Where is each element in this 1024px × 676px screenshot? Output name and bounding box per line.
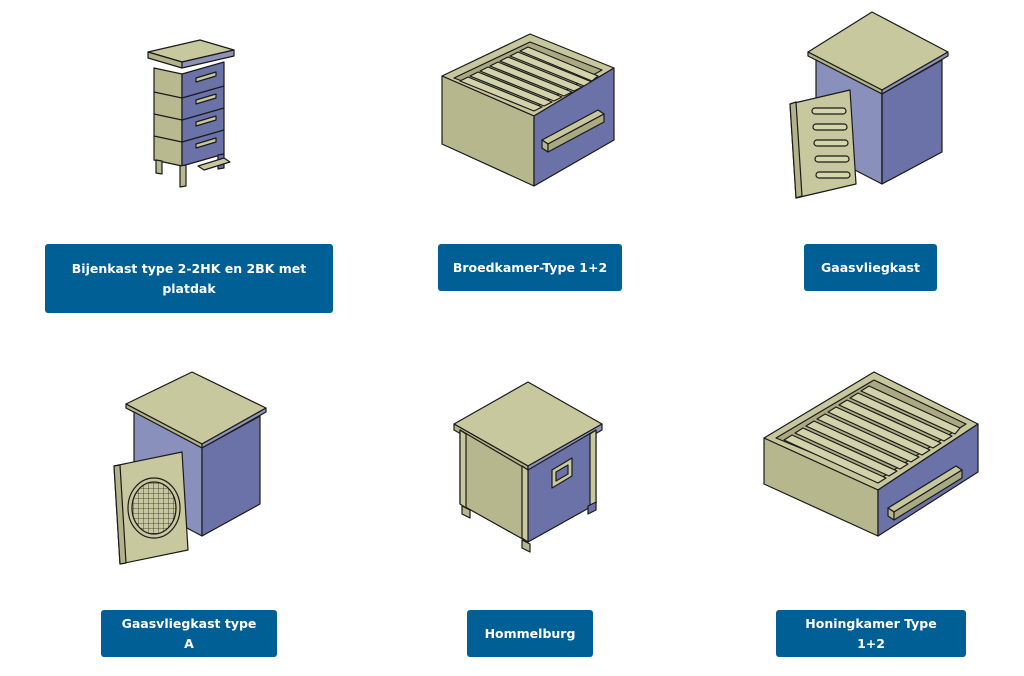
honey-chamber-icon[interactable] [760,368,982,540]
lacewing-box-slots-icon[interactable] [786,6,952,199]
bumblebee-house-icon[interactable] [452,380,604,553]
product-button-hommelburg[interactable]: Hommelburg [467,610,593,657]
product-button-gaasvliegkast[interactable]: Gaasvliegkast [804,244,937,291]
product-button-gaasvliegkast-type-a[interactable]: Gaasvliegkast type A [101,610,277,657]
product-button-bijenkast[interactable]: Bijenkast type 2-2HK en 2BK met platdak [45,244,333,313]
lacewing-box-mesh-icon[interactable] [108,368,270,568]
brood-chamber-icon[interactable] [438,30,618,188]
product-button-honingkamer[interactable]: Honingkamer Type 1+2 [776,610,966,657]
beehive-tall-icon[interactable] [140,38,240,190]
product-button-broedkamer[interactable]: Broedkamer-Type 1+2 [438,244,622,291]
